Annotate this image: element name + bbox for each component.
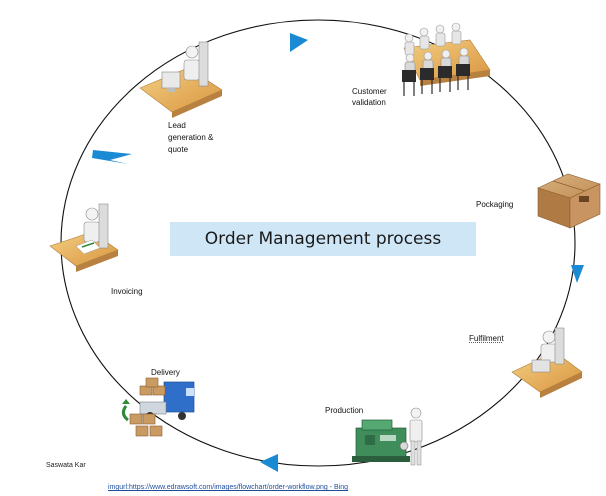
step-label-customer-validation: Customer validation <box>352 87 387 107</box>
meeting-table-icon <box>402 22 491 96</box>
arrow-right <box>571 265 584 283</box>
arrow-left <box>92 150 132 164</box>
delivery-truck-icon <box>121 377 195 437</box>
diagram-title-box: Order Management process <box>170 222 476 256</box>
step-label-production: Production <box>325 406 364 415</box>
arrow-bottom <box>260 454 278 472</box>
diagram-title: Order Management process <box>204 229 442 249</box>
production-machine-icon <box>352 407 423 466</box>
lead-generation-desk-icon <box>139 41 223 118</box>
step-label-packaging: Pockaging <box>476 200 514 209</box>
step-label-invoicing: Invoicing <box>111 287 143 296</box>
fulfilment-desk-icon <box>511 327 583 398</box>
cardboard-box-icon <box>537 173 601 229</box>
step-label-delivery: Delivery <box>151 368 180 377</box>
step-label-lead-generation: Lead generation & quote <box>168 121 214 154</box>
source-link[interactable]: imgurl:https://www.edrawsoft.com/images/… <box>108 484 349 491</box>
author-credit: Saswata Kar <box>46 462 86 469</box>
arrow-top <box>290 33 308 52</box>
step-label-fulfilment: Fulfilment <box>469 334 504 343</box>
invoicing-desk-icon <box>49 203 119 272</box>
